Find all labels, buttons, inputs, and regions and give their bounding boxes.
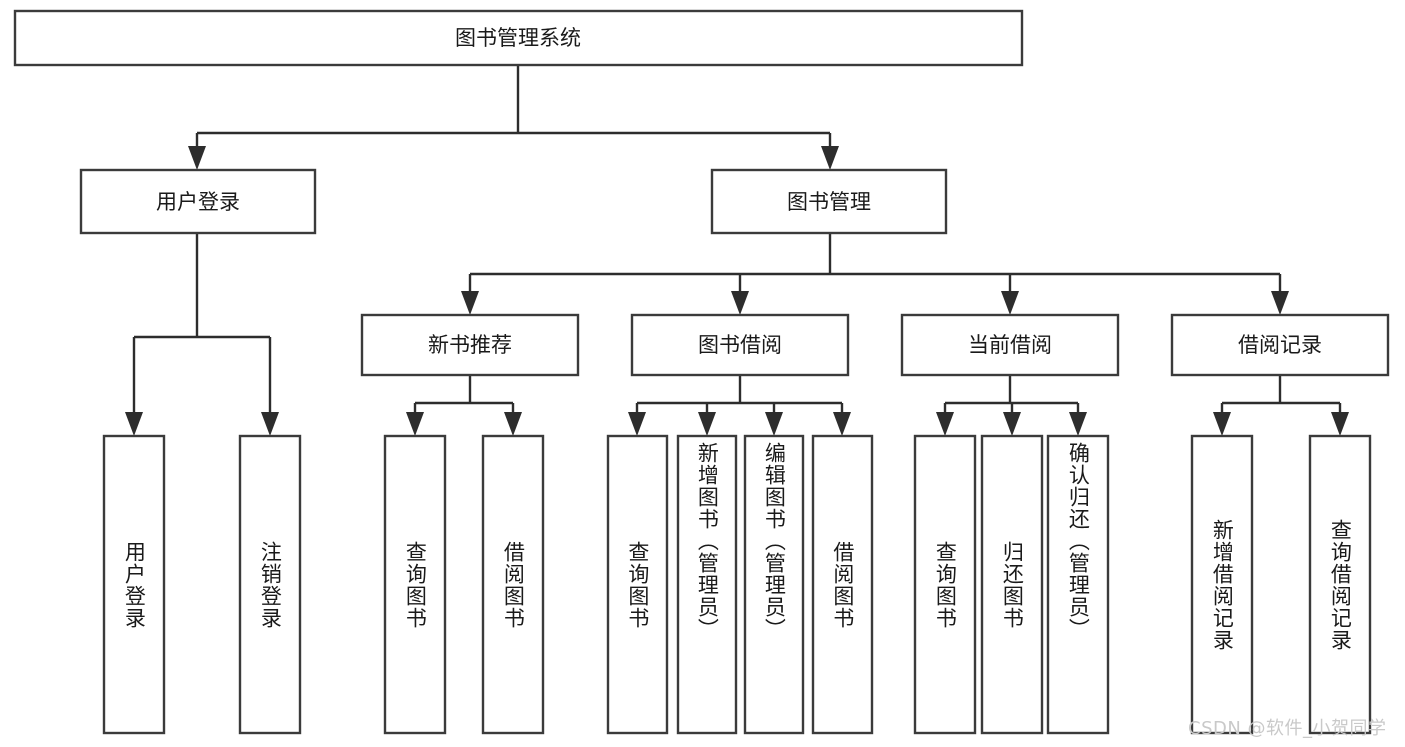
node-leaf-add-book-rect[interactable] — [676, 434, 738, 735]
node-leaf-query-book-3-rect[interactable] — [913, 434, 977, 735]
node-leaf-query-record-rect[interactable] — [1308, 434, 1372, 735]
node-book-manage-rect[interactable] — [710, 168, 948, 235]
arrow-head-leaf-edit-book — [765, 412, 783, 436]
arrow-head-leaf-add-record — [1213, 412, 1231, 436]
arrow-head-leaf-user-login — [125, 412, 143, 436]
arrow-head-leaf-query-book-3 — [936, 412, 954, 436]
node-leaf-logout-rect[interactable] — [238, 434, 302, 735]
arrow-head-leaf-borrow-book-1 — [504, 412, 522, 436]
arrow-head-leaf-add-book — [698, 412, 716, 436]
arrow-head-leaf-logout — [261, 412, 279, 436]
node-new-book-recommend[interactable]: 新书推荐 — [360, 313, 580, 377]
node-book-manage-label: 图书管理 — [787, 190, 871, 214]
node-user-login-label: 用户登录 — [156, 190, 240, 214]
connector-group-root — [188, 65, 839, 170]
connector-group-user-login — [125, 233, 279, 436]
node-leaf-add-record-rect[interactable] — [1190, 434, 1254, 735]
node-borrow-record-label: 借阅记录 — [1238, 333, 1322, 357]
node-root-rect[interactable] — [13, 9, 1024, 67]
node-current-borrow-label: 当前借阅 — [968, 333, 1052, 357]
node-leaf-confirm-return-rect[interactable] — [1046, 434, 1110, 735]
node-leaf-return-book-rect[interactable] — [980, 434, 1044, 735]
connector-group-new-book-recommend — [406, 375, 522, 436]
node-new-book-recommend-label: 新书推荐 — [428, 333, 512, 357]
arrow-head-leaf-query-book-1 — [406, 412, 424, 436]
arrow-head-new-book-recommend — [461, 291, 479, 315]
arrow-head-borrow-record — [1271, 291, 1289, 315]
node-user-login[interactable]: 用户登录 — [79, 168, 317, 235]
node-root[interactable]: 图书管理系统 — [13, 9, 1024, 67]
arrow-head-book-manage — [821, 146, 839, 170]
arrow-head-leaf-query-record — [1331, 412, 1349, 436]
node-new-book-recommend-rect[interactable] — [360, 313, 580, 377]
arrow-head-book-borrow — [731, 291, 749, 315]
connector-group-book-manage — [461, 233, 1289, 315]
node-root-label: 图书管理系统 — [455, 26, 581, 50]
node-user-login-rect[interactable] — [79, 168, 317, 235]
node-leaf-query-book-1-rect[interactable] — [383, 434, 447, 735]
arrow-head-leaf-borrow-book-2 — [833, 412, 851, 436]
arrow-head-leaf-return-book — [1003, 412, 1021, 436]
node-book-borrow-label: 图书借阅 — [698, 333, 782, 357]
arrow-head-current-borrow — [1001, 291, 1019, 315]
arrow-head-leaf-confirm-return — [1069, 412, 1087, 436]
node-leaf-borrow-book-1-rect[interactable] — [481, 434, 545, 735]
node-leaf-query-book-2-rect[interactable] — [606, 434, 669, 735]
node-current-borrow-rect[interactable] — [900, 313, 1120, 377]
node-current-borrow[interactable]: 当前借阅 — [900, 313, 1120, 377]
node-book-borrow[interactable]: 图书借阅 — [630, 313, 850, 377]
node-borrow-record-rect[interactable] — [1170, 313, 1390, 377]
csdn-watermark: CSDN @软件_小贺同学 — [1188, 718, 1387, 739]
node-leaf-user-login-rect[interactable] — [102, 434, 166, 735]
node-leaf-edit-book-rect[interactable] — [743, 434, 805, 735]
arrow-head-leaf-query-book-2 — [628, 412, 646, 436]
node-borrow-record[interactable]: 借阅记录 — [1170, 313, 1390, 377]
node-book-borrow-rect[interactable] — [630, 313, 850, 377]
connector-group-current-borrow — [936, 375, 1087, 436]
connector-group-borrow-record — [1213, 375, 1349, 436]
arrow-head-user-login — [188, 146, 206, 170]
node-book-manage[interactable]: 图书管理 — [710, 168, 948, 235]
node-leaf-borrow-book-2-rect[interactable] — [811, 434, 874, 735]
connector-group-book-borrow — [628, 375, 851, 436]
